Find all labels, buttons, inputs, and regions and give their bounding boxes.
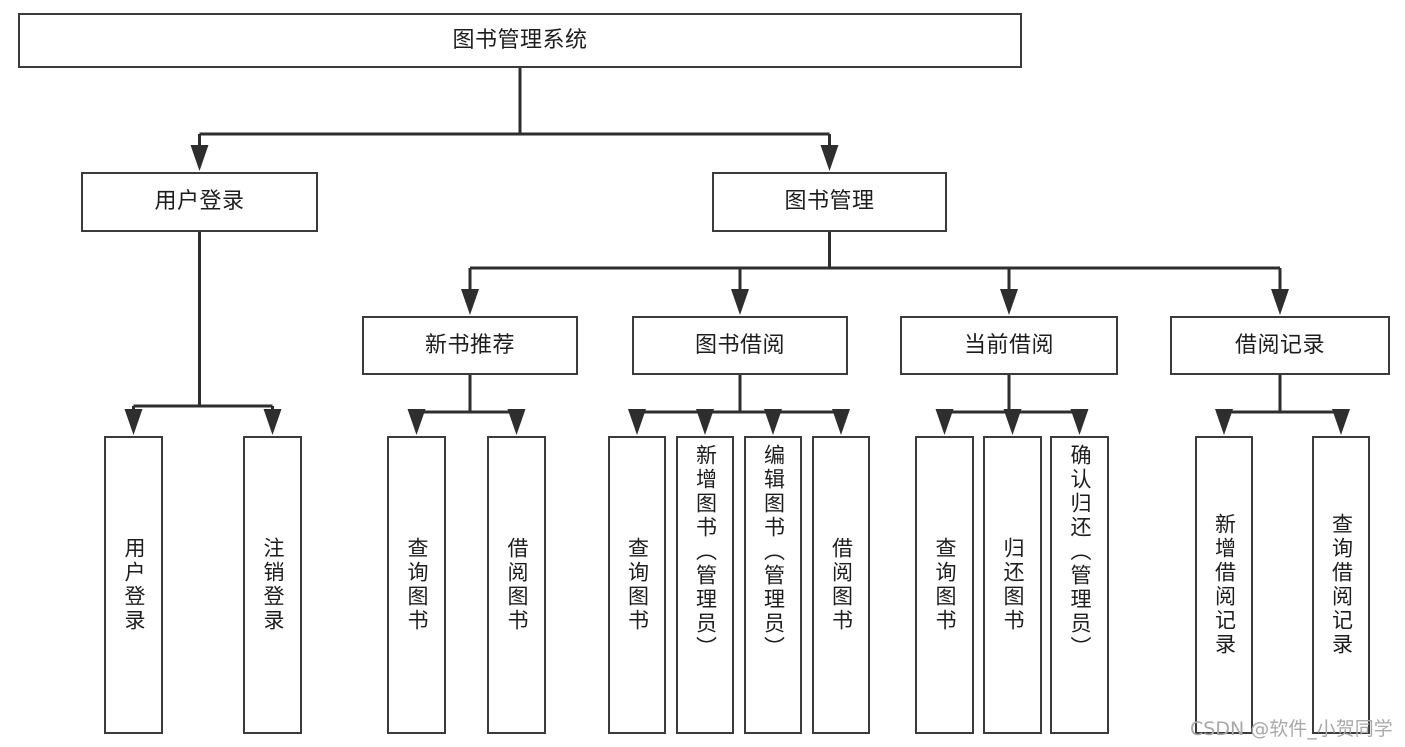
node-leaf-user-login[interactable]: 用户登录 xyxy=(104,436,163,734)
node-new-book-recommend[interactable]: 新书推荐 xyxy=(362,316,578,375)
node-leaf-edit-book[interactable]: 编辑图书（管理员） xyxy=(744,436,802,734)
node-leaf-add-record-label: 新增借阅记录 xyxy=(1212,513,1237,657)
node-root[interactable]: 图书管理系统 xyxy=(18,13,1022,68)
node-book-manage[interactable]: 图书管理 xyxy=(712,172,947,232)
node-leaf-borrow-book-1-label: 借阅图书 xyxy=(505,537,529,633)
node-leaf-add-book[interactable]: 新增图书（管理员） xyxy=(676,436,734,734)
node-leaf-logout-login-label: 注销登录 xyxy=(261,537,285,633)
node-leaf-query-book-2-label: 查询图书 xyxy=(625,537,650,633)
node-leaf-query-book-1[interactable]: 查询图书 xyxy=(387,436,446,734)
node-book-borrow-label: 图书借阅 xyxy=(694,332,785,358)
node-leaf-edit-book-label: 编辑图书（管理员） xyxy=(761,444,786,660)
node-root-label: 图书管理系统 xyxy=(452,27,588,53)
node-leaf-borrow-book-2-label: 借阅图书 xyxy=(829,537,854,633)
node-leaf-query-book-3-label: 查询图书 xyxy=(933,537,957,633)
node-leaf-query-book-2[interactable]: 查询图书 xyxy=(608,436,666,734)
node-leaf-return-book[interactable]: 归还图书 xyxy=(983,436,1042,734)
node-leaf-query-record-label: 查询借阅记录 xyxy=(1329,513,1354,657)
node-borrow-record-label: 借阅记录 xyxy=(1234,332,1325,358)
node-leaf-add-book-label: 新增图书（管理员） xyxy=(693,444,718,660)
node-leaf-user-login-label: 用户登录 xyxy=(122,537,146,633)
node-leaf-return-book-label: 归还图书 xyxy=(1001,537,1025,633)
node-leaf-confirm-return[interactable]: 确认归还（管理员） xyxy=(1050,436,1109,734)
node-leaf-query-record[interactable]: 查询借阅记录 xyxy=(1312,436,1370,734)
node-leaf-logout-login[interactable]: 注销登录 xyxy=(243,436,302,734)
node-leaf-query-book-1-label: 查询图书 xyxy=(405,537,429,633)
node-current-borrow-label: 当前借阅 xyxy=(963,332,1054,358)
node-leaf-query-book-3[interactable]: 查询图书 xyxy=(915,436,974,734)
node-book-borrow[interactable]: 图书借阅 xyxy=(632,316,848,375)
node-leaf-confirm-return-label: 确认归还（管理员） xyxy=(1068,444,1092,660)
node-new-book-recommend-label: 新书推荐 xyxy=(424,332,515,358)
node-borrow-record[interactable]: 借阅记录 xyxy=(1170,316,1390,375)
node-leaf-borrow-book-1[interactable]: 借阅图书 xyxy=(487,436,546,734)
watermark-text: CSDN @软件_小贺同学 xyxy=(1190,718,1393,740)
node-leaf-add-record[interactable]: 新增借阅记录 xyxy=(1195,436,1253,734)
node-current-borrow[interactable]: 当前借阅 xyxy=(900,316,1118,375)
node-user-login-label: 用户登录 xyxy=(154,189,245,215)
node-leaf-borrow-book-2[interactable]: 借阅图书 xyxy=(812,436,870,734)
node-book-manage-label: 图书管理 xyxy=(784,189,875,215)
node-user-login[interactable]: 用户登录 xyxy=(81,172,318,232)
